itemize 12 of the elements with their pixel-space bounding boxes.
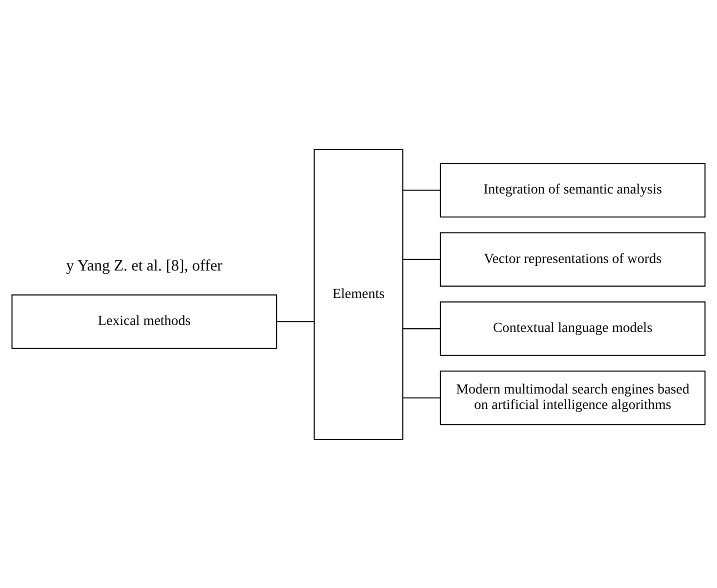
connector bbox=[402, 258, 440, 260]
node-box: Elements bbox=[314, 148, 404, 440]
connector bbox=[402, 328, 440, 329]
connector bbox=[402, 189, 440, 190]
node-box: Integration of semantic analysis bbox=[440, 162, 706, 217]
label: y Yang Z. et al. [8], offer bbox=[66, 256, 222, 274]
node-box: Contextual language models bbox=[440, 300, 706, 356]
connector bbox=[402, 396, 440, 398]
node-box: Lexical methods bbox=[11, 294, 278, 348]
connector bbox=[276, 320, 314, 322]
node-box: Vector representations of words bbox=[440, 232, 706, 286]
node-box: Modern multimodal search engines based on artificial intelligence algorithms bbox=[440, 370, 706, 425]
